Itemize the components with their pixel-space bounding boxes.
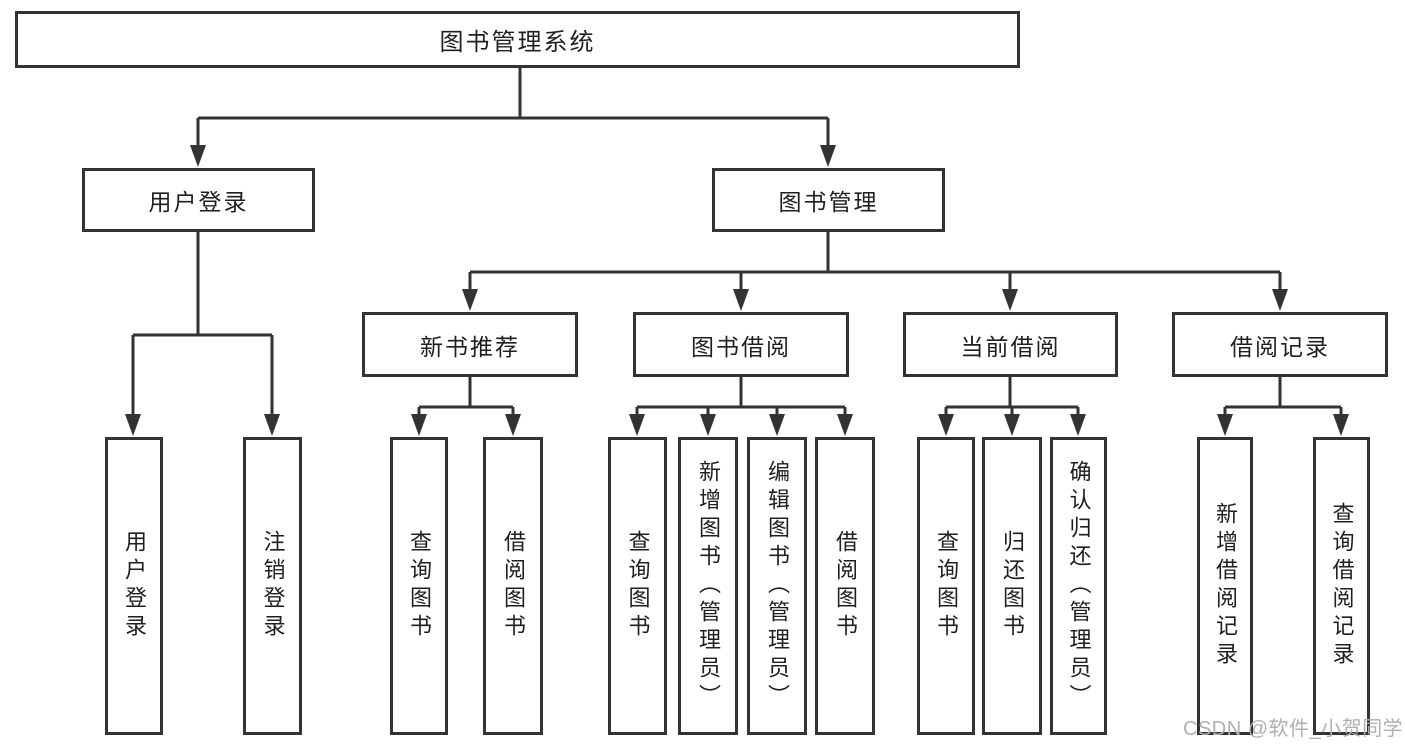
leaf-query-books-recommend: 查询图书 [390,437,448,735]
leaf-query-books-current: 查询图书 [917,437,975,735]
arrowhead-icon [462,289,478,311]
leaf-borrow-books-recommend: 借阅图书 [483,437,543,735]
arrowhead-icon [837,414,853,436]
arrowhead-icon [629,414,645,436]
arrowhead-icon [700,414,716,436]
node-new-book-recommend: 新书推荐 [362,312,578,377]
leaf-borrow-books: 借阅图书 [815,437,875,735]
arrowhead-icon [1333,414,1349,436]
node-borrow-records: 借阅记录 [1172,312,1388,377]
arrowhead-icon [190,145,206,167]
arrowhead-icon [820,145,836,167]
arrowhead-icon [1070,414,1086,436]
arrowhead-icon [938,414,954,436]
node-current-borrow: 当前借阅 [903,312,1118,377]
node-root-library-system: 图书管理系统 [15,11,1020,68]
arrowhead-icon [1217,414,1233,436]
arrowhead-icon [769,414,785,436]
leaf-add-borrow-record: 新增借阅记录 [1197,437,1253,735]
arrowhead-icon [411,414,427,436]
arrowhead-icon [1004,414,1020,436]
leaf-user-login: 用户登录 [105,437,163,735]
arrowhead-icon [1272,289,1288,311]
leaf-edit-books-admin: 编辑图书（管理员） [747,437,807,735]
leaf-confirm-return-admin: 确认归还（管理员） [1050,437,1107,735]
leaf-query-borrow-record: 查询借阅记录 [1313,437,1370,735]
leaf-query-books-borrow: 查询图书 [608,437,667,735]
csdn-watermark: CSDN @软件_小贺同学 [1183,718,1404,740]
node-book-borrow: 图书借阅 [633,312,849,377]
node-book-management: 图书管理 [712,168,945,232]
arrowhead-icon [264,414,280,436]
leaf-return-books: 归还图书 [982,437,1042,735]
arrowhead-icon [125,414,141,436]
arrowhead-icon [505,414,521,436]
node-user-login: 用户登录 [82,168,315,232]
arrowhead-icon [1002,289,1018,311]
arrowhead-icon [733,289,749,311]
leaf-add-books-admin: 新增图书（管理员） [678,437,738,735]
leaf-logout: 注销登录 [243,437,302,735]
